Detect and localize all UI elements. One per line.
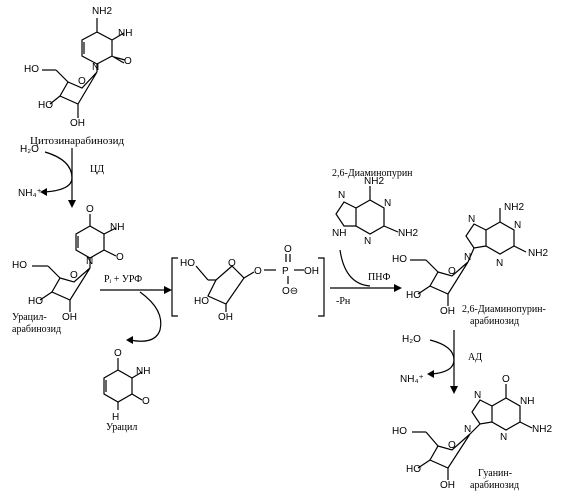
- uracil-o: O: [142, 396, 150, 407]
- gua-nh2: NH2: [532, 424, 552, 435]
- gua-ho-2: HO: [406, 464, 421, 475]
- ara-oh: OH: [218, 312, 233, 323]
- dap-nh2-top: NH2: [364, 176, 384, 187]
- oh-label: OH: [70, 118, 85, 129]
- ara-p-o: O: [284, 244, 292, 255]
- o-label: O: [124, 56, 132, 67]
- gua-ring-o: O: [448, 440, 456, 451]
- guanine-arabinoside-label-1: Гуанин-: [478, 468, 512, 479]
- uracil-h: H: [112, 412, 119, 423]
- ho-label: HO: [24, 64, 39, 75]
- gua-nh: NH: [520, 396, 534, 407]
- enzyme-pnp: ПНФ: [368, 272, 390, 283]
- dap-n-1: N: [338, 190, 345, 201]
- gua-n-2: N: [464, 424, 471, 435]
- gua-ho: HO: [392, 426, 407, 437]
- uracil-structure: O NH O H: [103, 348, 150, 423]
- dapa-n-1: N: [468, 214, 475, 225]
- ara-p-oh: OH: [304, 266, 319, 277]
- ammonium-label-1: NH₄⁺: [18, 188, 42, 199]
- dapa-n-3: N: [464, 252, 471, 263]
- ho-label-2: HO: [38, 100, 53, 111]
- diaminopurine-label: 2,6-Диаминопурин: [332, 168, 413, 179]
- ura-o: O: [116, 252, 124, 263]
- ammonium-label-2: NH₄⁺: [400, 374, 424, 385]
- dap-n-2: N: [384, 198, 391, 209]
- dapa-ho-2: HO: [406, 290, 421, 301]
- dapa-nh2: NH2: [528, 248, 548, 259]
- dapa-n-4: N: [496, 258, 503, 269]
- ring-o-label: O: [78, 76, 86, 87]
- diaminopurine-arabinoside-label-1: 2,6-Диаминопурин-: [462, 304, 546, 315]
- ura-ho-2: HO: [28, 296, 43, 307]
- dapa-ring-o: O: [448, 266, 456, 277]
- cytosine-arabinoside-structure: NH2 NH O N O HO HO OH: [24, 6, 132, 129]
- dapa-oh: OH: [440, 306, 455, 317]
- dapa-nh2-top: NH2: [504, 202, 524, 213]
- ura-oh: OH: [62, 312, 77, 323]
- dap-n-3: N: [364, 236, 371, 247]
- diaminopurine-structure: NH2 N N NH N NH2: [332, 176, 418, 247]
- enzyme-ad: АД: [468, 352, 482, 363]
- water-label-1: H₂O: [20, 144, 39, 155]
- dapa-n-2: N: [514, 220, 521, 231]
- dap-nh: NH: [332, 228, 346, 239]
- ura-o-top: O: [86, 204, 94, 215]
- ara-ho: HO: [180, 258, 195, 269]
- cytosine-arabinoside-label: Цитозинарабинозид: [30, 135, 124, 147]
- ara-ring-o: O: [228, 258, 236, 269]
- ara-o-link: O: [254, 266, 262, 277]
- guanine-arabinoside-label-2: арабинозид: [470, 480, 519, 491]
- ara-p-ominus: O⊖: [282, 286, 298, 297]
- ura-n: N: [86, 256, 93, 267]
- ara-p: P: [282, 266, 289, 277]
- gua-n-1: N: [474, 390, 481, 401]
- enzyme-cd: ЦД: [90, 164, 104, 175]
- diaminopurine-arabinoside-structure: NH2 N N N N NH2 O HO HO OH: [392, 202, 548, 317]
- minus-pn-label: -Рн: [336, 296, 351, 307]
- ura-ho: HO: [12, 260, 27, 271]
- n-label: N: [92, 62, 99, 73]
- uracil-label: Урацил: [106, 422, 137, 433]
- diaminopurine-arabinoside-label-2: арабинозид: [470, 316, 519, 327]
- pi-urf-label: Pᵢ + УРФ: [104, 274, 142, 285]
- nh-label: NH: [118, 28, 132, 39]
- uracil-arabinoside-label-2: арабинозид: [12, 324, 61, 335]
- uracil-nh: NH: [136, 366, 150, 377]
- arabinose-phosphate-structure: O HO HO OH O P O OH O⊖: [171, 244, 325, 323]
- gua-o-top: O: [502, 374, 510, 385]
- dap-nh2: NH2: [398, 228, 418, 239]
- gua-oh: OH: [440, 480, 455, 491]
- guanine-arabinoside-structure: O N NH N N NH2 O HO HO OH: [392, 374, 552, 491]
- ura-nh: NH: [110, 222, 124, 233]
- gua-n-3: N: [500, 432, 507, 443]
- uracil-arabinoside-label-1: Урацил-: [12, 312, 47, 323]
- water-label-2: H₂O: [402, 334, 421, 345]
- amino-label: NH2: [92, 6, 112, 17]
- ara-ho-2: HO: [194, 296, 209, 307]
- dapa-ho: HO: [392, 254, 407, 265]
- ura-ring-o: O: [70, 270, 78, 281]
- uracil-arabinoside-structure: O NH O N O HO HO OH: [12, 204, 124, 323]
- uracil-o-top: O: [114, 348, 122, 359]
